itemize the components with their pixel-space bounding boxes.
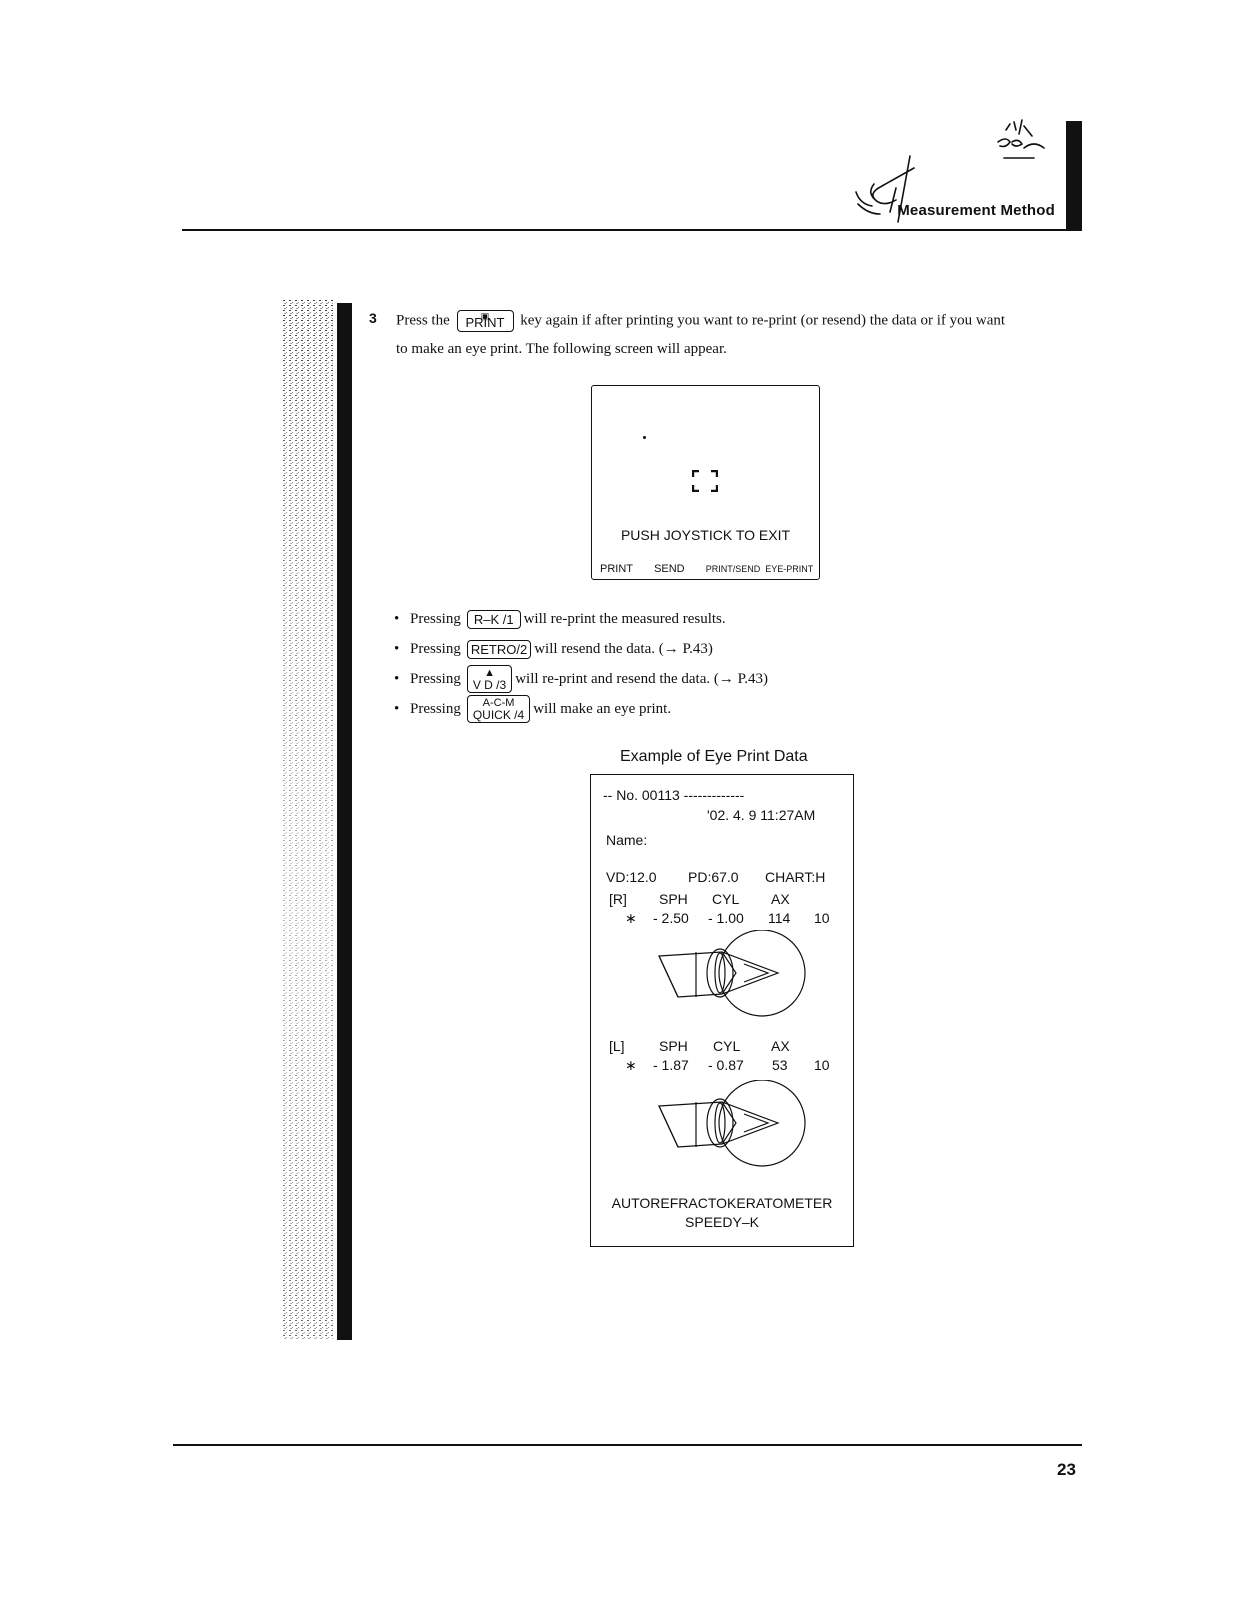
bullet-text: will make an eye print. — [533, 700, 672, 717]
record-number-line: -- No. 00113 ------------- — [603, 787, 745, 803]
print-key-label: PRINT — [465, 315, 505, 330]
right-cyl: - 1.00 — [708, 910, 744, 926]
margin-bar — [337, 303, 352, 1340]
bullet-text: will re-print the measured results. — [523, 610, 726, 627]
step-text-prefix: Press the — [396, 312, 450, 329]
footer-rule — [173, 1444, 1082, 1446]
pd-value: PD:67.0 — [688, 869, 739, 885]
bullet-prefix: Pressing — [410, 640, 461, 657]
measurement-method-logo-icon — [855, 119, 1045, 223]
right-ax-header: AX — [771, 891, 790, 907]
focus-bracket-icon — [692, 470, 718, 492]
left-eye-diagram-icon — [658, 1080, 806, 1167]
step-text-suffix: key again if after printing you want to … — [520, 312, 1006, 329]
left-sph-header: SPH — [659, 1038, 688, 1054]
bullet-dot: • — [394, 640, 400, 657]
right-cyl-header: CYL — [712, 891, 740, 907]
vd3-key: ▲ V D /3 — [466, 665, 513, 693]
section-title: Measurement Method — [897, 202, 1055, 219]
screen-softkeys: PRINT SEND PRINT/SEND EYE-PRINT — [600, 563, 815, 575]
left-ax-header: AX — [771, 1038, 790, 1054]
bullet-text: will re-print and resend the data. (→ P.… — [515, 670, 769, 687]
right-ax: 114 — [768, 910, 791, 926]
step-number: 3 — [369, 310, 377, 326]
bullet-prefix: Pressing — [410, 670, 461, 687]
left-eye-label: [L] — [609, 1038, 625, 1054]
list-item: • Pressing RETRO/2 will resend the data.… — [394, 634, 768, 664]
margin-texture — [283, 300, 333, 1340]
device-name-line-1: AUTOREFRACTOKERATOMETER — [611, 1195, 833, 1211]
chart-value: CHART:H — [765, 869, 826, 885]
bullet-dot: • — [394, 670, 400, 687]
softkey-print: PRINT — [600, 563, 633, 575]
header-rule — [182, 229, 1082, 231]
right-sph-header: SPH — [659, 891, 688, 907]
quick4-key: A-C-M QUICK /4 — [466, 695, 531, 723]
bullet-text: will resend the data. (→ P.43) — [534, 640, 713, 657]
device-name-line-2: SPEEDY–K — [685, 1214, 759, 1230]
example-caption: Example of Eye Print Data — [620, 748, 808, 765]
bullet-prefix: Pressing — [410, 700, 461, 717]
page-number: 23 — [1057, 1460, 1076, 1479]
softkey-eye-print: EYE-PRINT — [765, 564, 814, 574]
screen-dot — [643, 436, 646, 439]
header-thumb-tab — [1066, 121, 1082, 231]
name-label: Name: — [606, 832, 648, 848]
quick4-key-top: A-C-M — [482, 697, 515, 709]
left-cyl: - 0.87 — [708, 1057, 744, 1073]
right-mark: ∗ — [625, 910, 637, 926]
softkey-print-send: PRINT/SEND — [705, 564, 761, 574]
vd3-key-label: V D /3 — [472, 678, 507, 692]
retro2-key: RETRO/2 — [466, 639, 532, 659]
right-eye-label: [R] — [609, 891, 627, 907]
rk1-key: R–K /1 — [466, 609, 521, 629]
softkey-send: SEND — [654, 563, 685, 575]
printer-icon: ▣ — [480, 311, 490, 321]
list-item: • Pressing A-C-M QUICK /4 will make an e… — [394, 694, 768, 724]
vd-key-arrow-icon: ▲ — [484, 667, 495, 679]
left-mark: ∗ — [625, 1057, 637, 1073]
right-extra: 10 — [814, 910, 830, 926]
bullet-dot: • — [394, 610, 400, 627]
left-extra: 10 — [814, 1057, 830, 1073]
list-item: • Pressing ▲ V D /3 will re-print and re… — [394, 664, 768, 694]
quick4-key-label: QUICK /4 — [472, 708, 525, 722]
list-item: • Pressing R–K /1 will re-print the meas… — [394, 604, 768, 634]
bullet-prefix: Pressing — [410, 610, 461, 627]
left-ax: 53 — [772, 1057, 788, 1073]
key-bullet-list: • Pressing R–K /1 will re-print the meas… — [394, 604, 768, 724]
eye-print-example: -- No. 00113 ------------- '02. 4. 9 11:… — [590, 774, 854, 1247]
step-text-line-1: Press the ▣PRINT key again if after prin… — [396, 310, 1005, 332]
print-key: ▣PRINT — [456, 310, 514, 332]
device-screen: PUSH JOYSTICK TO EXIT PRINT SEND PRINT/S… — [591, 385, 820, 580]
left-cyl-header: CYL — [713, 1038, 741, 1054]
right-sph: - 2.50 — [653, 910, 689, 926]
left-sph: - 1.87 — [653, 1057, 689, 1073]
vd-value: VD:12.0 — [606, 869, 657, 885]
bullet-dot: • — [394, 700, 400, 717]
screen-message: PUSH JOYSTICK TO EXIT — [620, 527, 791, 543]
right-eye-diagram-icon — [658, 930, 806, 1017]
date-time: '02. 4. 9 11:27AM — [707, 807, 816, 823]
step-text-line-2: to make an eye print. The following scre… — [396, 341, 727, 357]
